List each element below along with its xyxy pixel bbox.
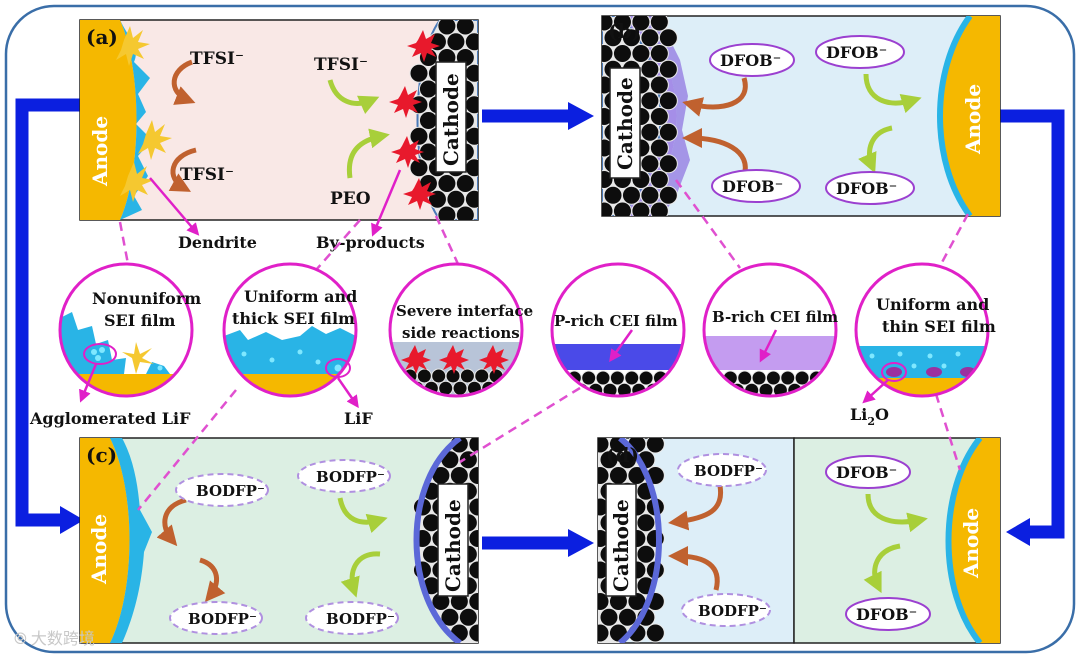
circle1-line1: Nonuniform	[92, 289, 201, 308]
cathode-label-box-b	[609, 67, 641, 179]
peo-label-a: PEO	[330, 189, 371, 209]
anode-label-b: Anode	[961, 84, 985, 155]
li2o-label: Li2O	[850, 405, 889, 428]
bodfp-label-d2: BODFP⁻	[698, 602, 767, 620]
anode-d	[948, 438, 1000, 643]
lif-label: LiF	[344, 409, 373, 428]
dfob-ovals-b	[709, 35, 915, 205]
dfob-label-d1: DFOB⁻	[836, 463, 897, 482]
p-rich-cei-c	[413, 438, 462, 643]
byproduct-bursts-a	[389, 30, 440, 210]
circle6-line1: Uniform and	[876, 295, 989, 314]
zoom-circle-4: P-rich CEI film	[550, 262, 686, 398]
circle-pointers	[79, 363, 889, 409]
circle3-line2: side reactions	[402, 324, 520, 342]
cathode-label-box-d	[605, 483, 637, 597]
flow-arrows	[15, 98, 1065, 557]
zoom-circle-3: Severe interface side reactions	[388, 262, 533, 398]
zoom-circle-5: B-rich CEI film	[702, 262, 838, 398]
anode-label-d: Anode	[959, 508, 983, 579]
thick-sei-c	[110, 438, 152, 643]
anode-label-a: Anode	[88, 116, 112, 187]
ion-arrows-a	[168, 59, 390, 192]
tfsi-label-a3: TFSI⁻	[314, 55, 368, 75]
dendrite-pointer	[149, 177, 200, 236]
dashed-connectors	[118, 179, 970, 511]
panel-a-label: (a)	[86, 25, 118, 49]
callouts: Dendrite By-products Agglomerated LiF Li…	[29, 169, 889, 428]
byproducts-pointer	[371, 169, 402, 237]
circle2-line2: thick SEI film	[232, 309, 355, 328]
circle3-line1: Severe interface	[396, 302, 533, 320]
bodfp-label-c3: BODFP⁻	[316, 468, 385, 486]
dendrite-sparks-a	[116, 26, 172, 202]
bodfp-label-c4: BODFP⁻	[326, 610, 395, 628]
dfob-label-b4: DFOB⁻	[836, 179, 897, 198]
cathode-label-c: Cathode	[441, 499, 465, 592]
circle1-line2: SEI film	[104, 311, 176, 330]
watermark-icon: ⦾	[14, 629, 27, 648]
bodfp-label-c2: BODFP⁻	[188, 610, 257, 628]
circle5-line1: B-rich CEI film	[712, 308, 838, 326]
panel-b: (b) DFOB⁻ DFOB⁻ DFOB⁻ DFOB⁻ Anode Cathod…	[601, 15, 1001, 217]
circle2-line1: Uniform and	[244, 287, 357, 306]
circle6-line2: thin SEI film	[882, 317, 996, 336]
ion-arrows-d	[668, 485, 928, 594]
dfob-label-b2: DFOB⁻	[722, 177, 783, 196]
arrow-a-to-c	[15, 98, 80, 527]
anode-c	[80, 438, 130, 643]
thin-sei-b	[937, 16, 973, 216]
panel-d-label: (d)	[606, 443, 639, 467]
zoom-circle-2: Uniform and thick SEI film	[222, 262, 358, 398]
ion-ovals-d	[677, 453, 931, 631]
dfob-label-b1: DFOB⁻	[720, 51, 781, 70]
panel-c: (c) BODFP⁻ BODFP⁻ BODFP⁻ BODFP⁻ Anode Ca…	[79, 437, 479, 644]
circle4-line1: P-rich CEI film	[554, 312, 678, 330]
dfob-label-d2: DFOB⁻	[856, 605, 917, 624]
anode-b	[940, 16, 1000, 216]
agglomerated-lif-label: Agglomerated LiF	[29, 409, 191, 428]
cathode-label-b: Cathode	[613, 77, 637, 170]
ion-arrows-b	[682, 73, 922, 177]
bodfp-ovals-c	[169, 459, 399, 635]
zoom-circle-6: Uniform and thin SEI film	[854, 262, 996, 398]
cathode-label-box-c	[437, 483, 469, 597]
dendrite-label: Dendrite	[178, 233, 257, 252]
arrow-b-to-d	[1000, 109, 1065, 539]
tfsi-label-a2: TFSI⁻	[180, 165, 234, 185]
panel-a: (a) TFSI⁻ TFSI⁻ TFSI⁻ PEO Anode Cathode	[79, 19, 479, 221]
bodfp-label-d1: BODFP⁻	[694, 462, 763, 480]
panel-c-label: (c)	[86, 443, 117, 467]
byproducts-label: By-products	[316, 233, 425, 252]
panel-d: (d) BODFP⁻ BODFP⁻ DFOB⁻ DFOB⁻ Anode Cath…	[597, 437, 1001, 644]
p-rich-cei-d	[618, 438, 662, 643]
ion-arrows-c	[156, 497, 388, 603]
thin-sei-d	[945, 438, 983, 643]
panel-b-label: (b)	[608, 19, 641, 43]
cathode-label-box-a	[435, 61, 467, 173]
tfsi-label-a1: TFSI⁻	[190, 49, 244, 69]
anode-label-c: Anode	[87, 514, 111, 585]
anode-a	[80, 20, 137, 220]
cathode-label-a: Cathode	[439, 73, 463, 166]
cathode-label-d: Cathode	[609, 499, 633, 592]
bodfp-label-c1: BODFP⁻	[196, 482, 265, 500]
watermark: ⦾大数跨境	[14, 629, 95, 648]
dfob-label-b3: DFOB⁻	[826, 43, 887, 62]
